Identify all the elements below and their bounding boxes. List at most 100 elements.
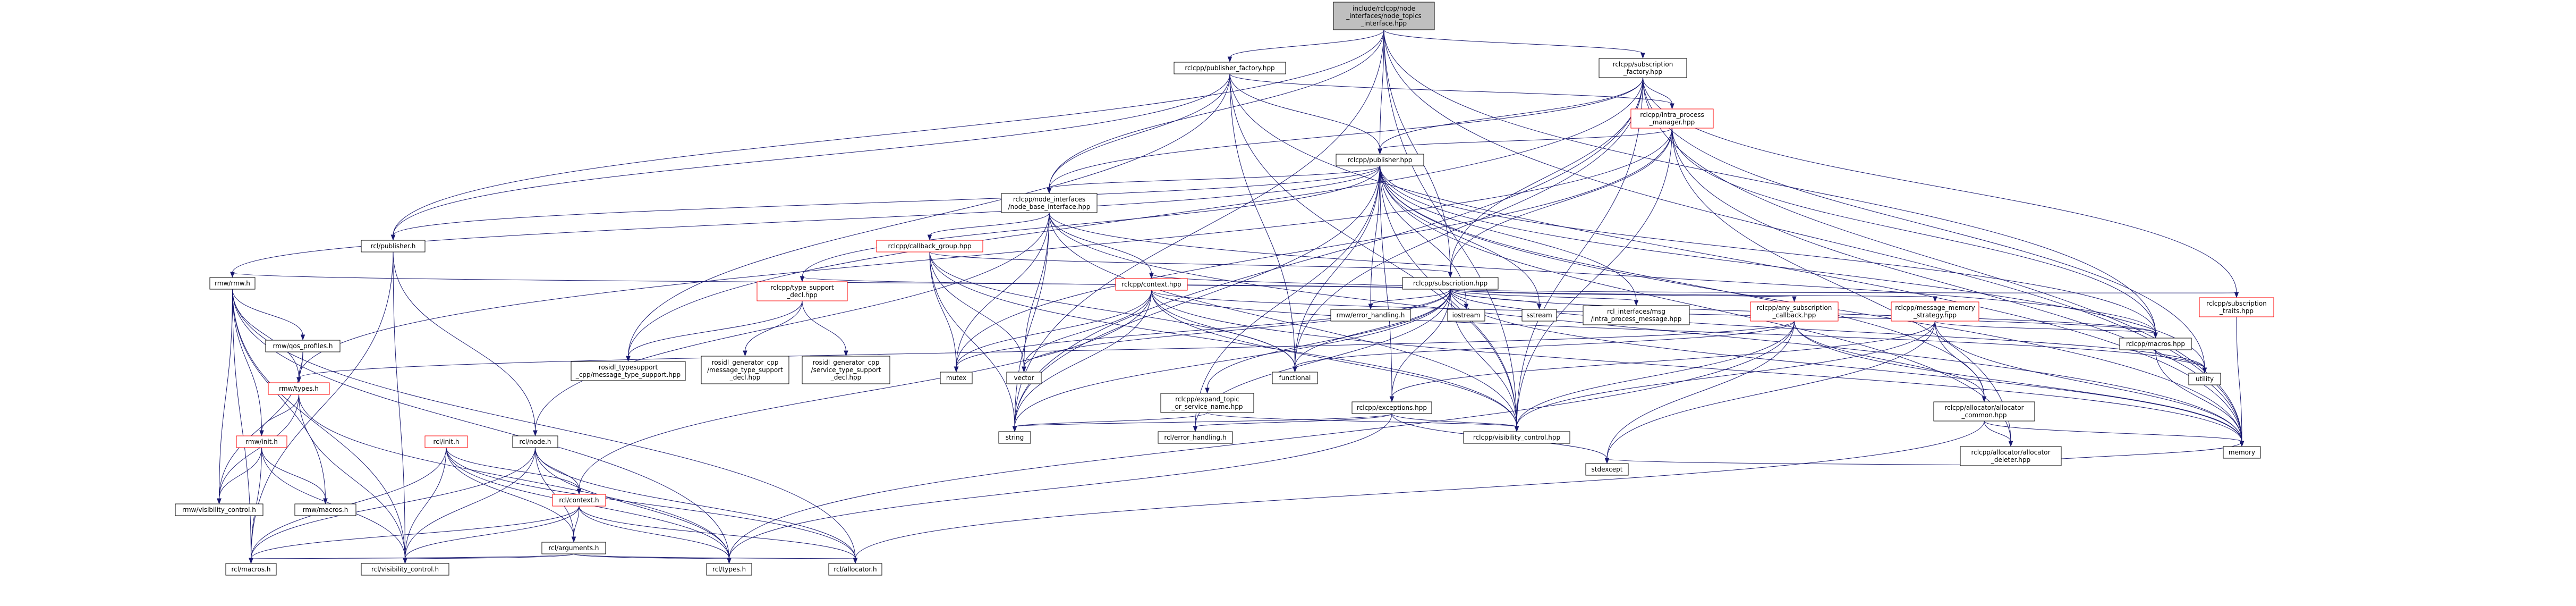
node-rosidl-typesupport[interactable]: rosidl_typesupport_cpp/message_type_supp… xyxy=(571,361,686,381)
node-rclcpp-macros[interactable]: rclcpp/macros.hpp xyxy=(2119,338,2192,350)
node-rcl-init[interactable]: rcl/init.h xyxy=(424,435,468,448)
node-rmw-macros[interactable]: rmw/macros.h xyxy=(294,503,356,516)
node-rmw-types[interactable]: rmw/types.h xyxy=(268,382,330,395)
node-box[interactable] xyxy=(1933,401,2035,422)
node-rcl-error-handling[interactable]: rcl/error_handling.h xyxy=(1158,431,1233,444)
node-subscription-factory[interactable]: rclcpp/subscription_factory.hpp xyxy=(1599,58,1687,78)
node-root[interactable]: include/rclcpp/node_interfaces/node_topi… xyxy=(1333,2,1435,30)
node-rcl-macros[interactable]: rcl/macros.h xyxy=(225,563,277,576)
node-box[interactable] xyxy=(828,563,882,576)
node-subscription-hpp[interactable]: rclcpp/subscription.hpp xyxy=(1402,277,1499,290)
node-iostream[interactable]: iostream xyxy=(1447,309,1485,322)
node-box[interactable] xyxy=(1960,446,2062,466)
node-box[interactable] xyxy=(701,356,789,384)
node-box[interactable] xyxy=(2223,446,2261,459)
node-box[interactable] xyxy=(998,431,1031,444)
node-rosidl-gen-msg[interactable]: rosidl_generator_cpp/message_type_suppor… xyxy=(701,356,789,384)
node-rcl-types[interactable]: rcl/types.h xyxy=(706,563,752,576)
node-sstream[interactable]: sstream xyxy=(1521,309,1557,322)
node-box[interactable] xyxy=(1402,277,1499,290)
node-box[interactable] xyxy=(1750,301,1839,322)
node-box[interactable] xyxy=(541,542,606,554)
node-functional[interactable]: functional xyxy=(1272,372,1318,384)
node-intra-process-message[interactable]: rcl_interfaces/msg/intra_process_message… xyxy=(1583,305,1690,325)
node-callback-group[interactable]: rclcpp/callback_group.hpp xyxy=(876,240,983,252)
node-publisher-hpp[interactable]: rclcpp/publisher.hpp xyxy=(1336,154,1424,166)
node-box[interactable] xyxy=(756,281,848,301)
node-box[interactable] xyxy=(1160,393,1254,413)
node-box[interactable] xyxy=(2188,373,2221,385)
node-box[interactable] xyxy=(876,240,983,252)
node-box[interactable] xyxy=(1001,193,1098,213)
node-string[interactable]: string xyxy=(998,431,1031,444)
node-box[interactable] xyxy=(1630,108,1714,129)
node-mutex[interactable]: mutex xyxy=(940,372,973,384)
node-box[interactable] xyxy=(1583,305,1690,325)
node-box[interactable] xyxy=(294,503,356,516)
node-utility[interactable]: utility xyxy=(2188,373,2221,385)
node-box[interactable] xyxy=(268,382,330,395)
node-box[interactable] xyxy=(1351,401,1432,414)
node-box[interactable] xyxy=(2199,297,2274,317)
node-box[interactable] xyxy=(175,503,263,516)
node-type-support-decl[interactable]: rclcpp/type_support_decl.hpp xyxy=(756,281,848,301)
node-label-line: rcl_interfaces/msg xyxy=(1607,308,1665,315)
node-node-base-interface[interactable]: rclcpp/node_interfaces/node_base_interfa… xyxy=(1001,193,1098,213)
node-allocator-common[interactable]: rclcpp/allocator/allocator_common.hpp xyxy=(1933,401,2035,422)
node-allocator-deleter[interactable]: rclcpp/allocator/allocator_deleter.hpp xyxy=(1960,446,2062,466)
node-rmw-rmw[interactable]: rmw/rmw.h xyxy=(209,277,256,290)
node-box[interactable] xyxy=(1521,309,1557,322)
node-box[interactable] xyxy=(1272,372,1318,384)
node-box[interactable] xyxy=(940,372,973,384)
node-rclcpp-context[interactable]: rclcpp/context.hpp xyxy=(1115,278,1188,291)
node-rcl-allocator[interactable]: rcl/allocator.h xyxy=(828,563,882,576)
node-rcl-node[interactable]: rcl/node.h xyxy=(512,435,558,448)
node-rcl-arguments[interactable]: rcl/arguments.h xyxy=(541,542,606,554)
node-publisher-factory[interactable]: rclcpp/publisher_factory.hpp xyxy=(1174,62,1286,74)
node-box[interactable] xyxy=(424,435,468,448)
node-rosidl-gen-srv[interactable]: rosidl_generator_cpp/service_type_suppor… xyxy=(802,356,890,384)
node-box[interactable] xyxy=(802,356,890,384)
node-any-subscription-callback[interactable]: rclcpp/any_subscription_callback.hpp xyxy=(1750,301,1839,322)
node-box[interactable] xyxy=(1174,62,1286,74)
node-box[interactable] xyxy=(361,563,449,576)
node-stdexcept[interactable]: stdexcept xyxy=(1585,463,1629,476)
node-rclcpp-visibility-control[interactable]: rclcpp/visibility_control.hpp xyxy=(1463,431,1570,444)
node-box[interactable] xyxy=(571,361,686,381)
node-box[interactable] xyxy=(1585,463,1629,476)
node-rcl-visibility-control[interactable]: rcl/visibility_control.h xyxy=(361,563,449,576)
node-vector[interactable]: vector xyxy=(1006,372,1042,384)
node-box[interactable] xyxy=(361,240,426,252)
node-rclcpp-exceptions[interactable]: rclcpp/exceptions.hpp xyxy=(1351,401,1432,414)
node-box[interactable] xyxy=(1333,2,1435,30)
node-box[interactable] xyxy=(1463,431,1570,444)
node-box[interactable] xyxy=(236,435,287,448)
node-box[interactable] xyxy=(225,563,277,576)
node-rcl-publisher[interactable]: rcl/publisher.h xyxy=(361,240,426,252)
node-box[interactable] xyxy=(1115,278,1188,291)
node-box[interactable] xyxy=(1330,309,1411,322)
node-box[interactable] xyxy=(512,435,558,448)
node-box[interactable] xyxy=(265,340,341,352)
node-box[interactable] xyxy=(1006,372,1042,384)
node-box[interactable] xyxy=(1447,309,1485,322)
node-box[interactable] xyxy=(209,277,256,290)
node-rmw-error-handling[interactable]: rmw/error_handling.h xyxy=(1330,309,1411,322)
node-label-line: rcl/allocator.h xyxy=(834,566,877,573)
node-box[interactable] xyxy=(2119,338,2192,350)
node-expand-topic[interactable]: rclcpp/expand_topic_or_service_name.hpp xyxy=(1160,393,1254,413)
node-rmw-init[interactable]: rmw/init.h xyxy=(236,435,287,448)
node-memory[interactable]: memory xyxy=(2223,446,2261,459)
node-box[interactable] xyxy=(1891,301,1979,322)
node-subscription-traits[interactable]: rclcpp/subscription_traits.hpp xyxy=(2199,297,2274,317)
node-box[interactable] xyxy=(1599,58,1687,78)
node-box[interactable] xyxy=(552,494,606,507)
node-rmw-visibility-control[interactable]: rmw/visibility_control.h xyxy=(175,503,263,516)
node-message-memory-strategy[interactable]: rclcpp/message_memory_strategy.hpp xyxy=(1891,301,1979,322)
node-box[interactable] xyxy=(1336,154,1424,166)
node-box[interactable] xyxy=(706,563,752,576)
node-intra-process-manager[interactable]: rclcpp/intra_process_manager.hpp xyxy=(1630,108,1714,129)
node-rcl-context[interactable]: rcl/context.h xyxy=(552,494,606,507)
node-box[interactable] xyxy=(1158,431,1233,444)
node-rmw-qos-profiles[interactable]: rmw/qos_profiles.h xyxy=(265,340,341,352)
